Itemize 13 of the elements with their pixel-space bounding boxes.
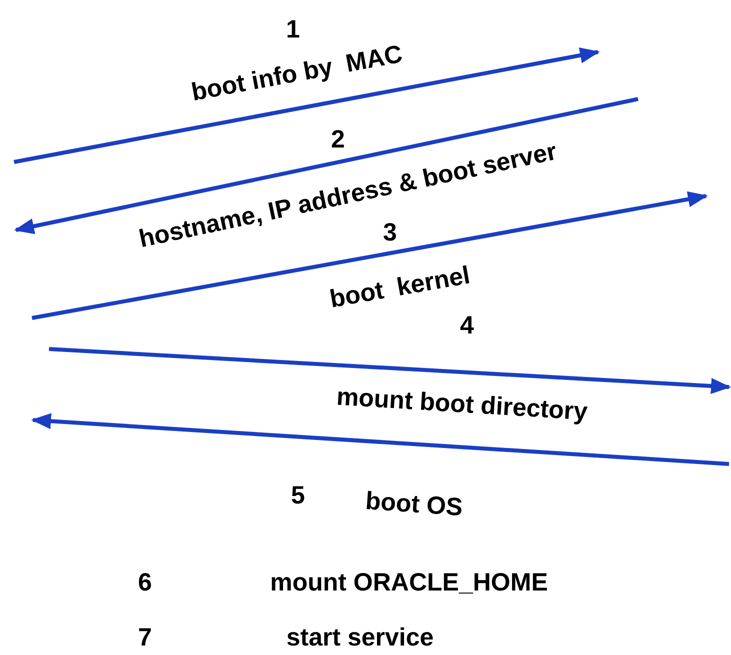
step-label: boot OS [364, 488, 464, 522]
step-number: 5 [291, 482, 305, 510]
step-number: 6 [138, 569, 152, 597]
message-label: boot kernel [328, 262, 472, 314]
step-number: 7 [138, 624, 152, 652]
step-label: mount ORACLE_HOME [270, 569, 548, 597]
message-label: boot info by MAC [189, 41, 405, 107]
step-label: start service [286, 624, 434, 652]
step-number: 2 [331, 126, 345, 154]
step-number: 1 [286, 16, 300, 44]
message-label: mount boot directory [336, 384, 588, 426]
step-number: 3 [383, 219, 397, 247]
step-number: 4 [460, 312, 474, 340]
